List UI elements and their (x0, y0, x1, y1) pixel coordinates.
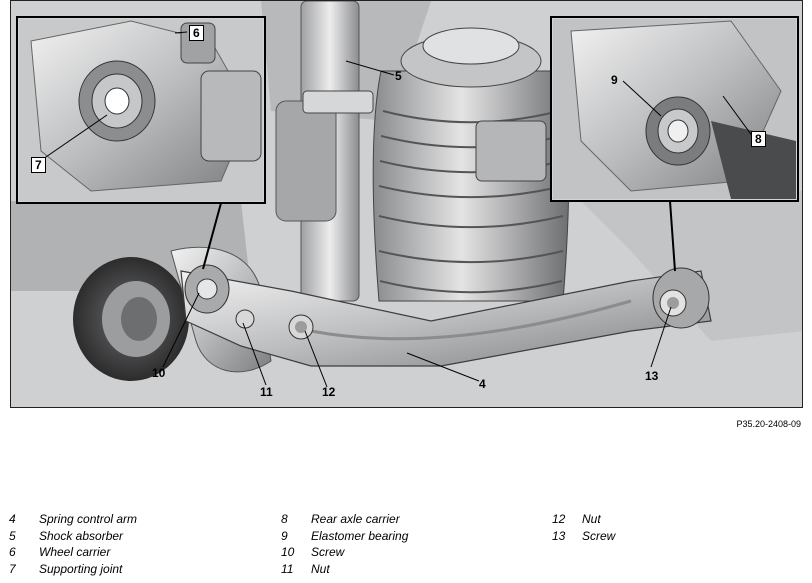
legend-number: 9 (281, 528, 288, 543)
suspension-illustration: 6 7 5 9 8 10 11 12 4 13 (10, 0, 803, 408)
legend-item: 12 Nut (552, 512, 615, 529)
legend-label: Nut (311, 561, 330, 576)
callout-10: 10 (152, 366, 166, 380)
callout-6: 6 (189, 25, 204, 41)
legend-item: 4 Spring control arm (9, 512, 137, 529)
legend-label: Nut (582, 512, 601, 526)
legend-label: Screw (311, 545, 345, 559)
callout-7: 7 (31, 157, 46, 173)
legend-item: 9 Elastomer bearing (281, 529, 408, 546)
legend-column-3: 12 Nut 13 Screw (552, 512, 615, 545)
legend-number: 5 (9, 528, 16, 543)
legend-label: Wheel carrier (39, 545, 111, 559)
legend-item: 10 Screw (281, 545, 408, 562)
legend-item: 7 Supporting joint (9, 562, 137, 579)
legend-column-1: 4 Spring control arm 5 Shock absorber 6 Whe… (9, 512, 137, 578)
legend-label: Shock absorber (39, 528, 124, 543)
legend-label: Screw (582, 528, 616, 543)
callout-13: 13 (645, 369, 659, 383)
legend-label: Spring control arm (39, 512, 138, 526)
legend-label: Supporting joint (39, 561, 123, 576)
callout-4: 4 (479, 377, 486, 391)
legend-number: 4 (9, 512, 16, 526)
legend-number: 8 (281, 512, 288, 526)
legend-number: 7 (9, 561, 16, 576)
callout-8: 8 (751, 131, 766, 147)
legend-number: 12 (552, 512, 566, 526)
legend-column-2: 8 Rear axle carrier 9 Elastomer bearing 10… (281, 512, 408, 578)
legend-label: Rear axle carrier (311, 512, 400, 526)
legend-item: 8 Rear axle carrier (281, 512, 408, 529)
callout-12: 12 (322, 385, 336, 399)
legend-number: 6 (9, 545, 16, 559)
illustration-drawing (11, 1, 802, 407)
callout-5: 5 (395, 69, 402, 83)
inset-right (550, 16, 799, 202)
legend-number: 13 (552, 528, 566, 543)
legend-item: 13 Screw (552, 529, 615, 546)
figure-reference-id: P35.20-2408-09 (736, 419, 801, 429)
legend-number: 10 (281, 545, 295, 559)
air-spring (372, 70, 570, 302)
legend-label: Elastomer bearing (311, 528, 409, 543)
legend-item: 6 Wheel carrier (9, 545, 137, 562)
callout-9: 9 (611, 73, 618, 87)
legend-number: 11 (281, 561, 294, 576)
legend-item: 11 Nut (281, 562, 408, 579)
callout-11: 11 (260, 385, 273, 399)
inset-left (16, 16, 266, 204)
legend-item: 5 Shock absorber (9, 529, 137, 546)
